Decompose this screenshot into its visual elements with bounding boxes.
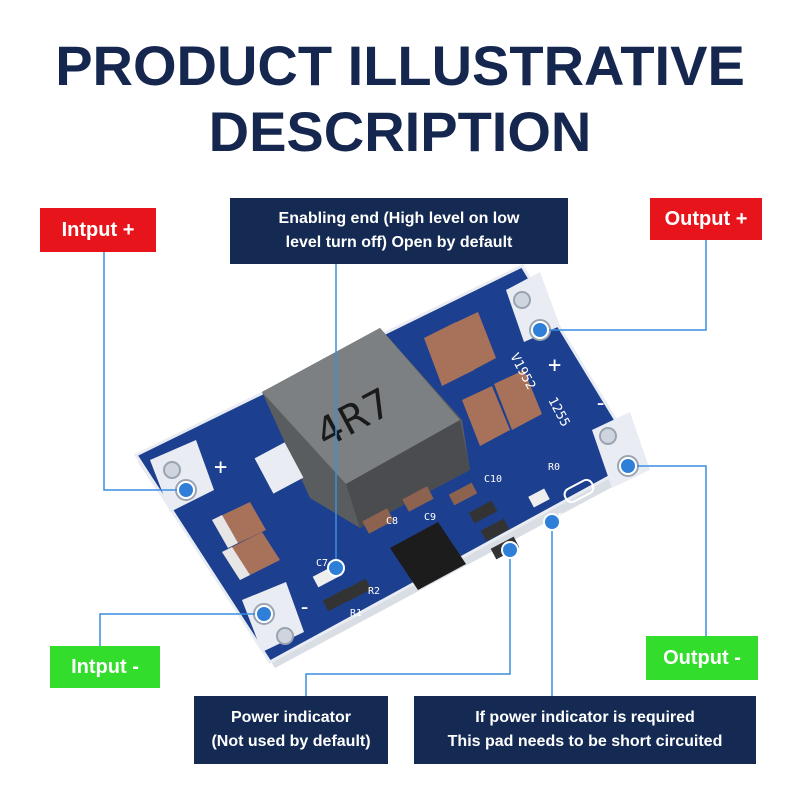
- short-circuit-line-1: If power indicator is required: [475, 709, 695, 726]
- silk-c9: C9: [424, 512, 436, 523]
- silkscreen: + + - - V1952 1255 C8 C9 C10 R1 R2 C7 EN…: [214, 351, 607, 633]
- leader-input-plus: [103, 252, 186, 491]
- silk-c8: C8: [386, 516, 398, 527]
- power-indicator-label: Power indicator (Not used by default): [194, 696, 388, 764]
- silk-en: EN: [358, 622, 370, 633]
- input-capacitor-2: [222, 532, 280, 580]
- silk-plus-input: +: [214, 455, 227, 480]
- output-minus-label: Output -: [646, 636, 758, 680]
- power-indicator-line-1: Power indicator: [230, 709, 352, 726]
- silk-c7: C7: [316, 558, 328, 569]
- output-capacitors: [424, 312, 542, 446]
- short-circuit-line-2: This pad needs to be short circuited: [447, 733, 723, 750]
- enable-end-line-2: level turn off) Open by default: [285, 234, 513, 251]
- silk-plus-output: +: [548, 353, 561, 378]
- silk-minus-output: -: [594, 391, 607, 416]
- leader-lines: [99, 240, 707, 696]
- enable-end-line-1: Enabling end (High level on low: [278, 210, 520, 227]
- title-line-2: DESCRIPTION: [208, 100, 592, 163]
- silk-r2: R2: [368, 586, 380, 597]
- silk-c10: C10: [484, 474, 502, 485]
- input-capacitor-1: [212, 502, 266, 548]
- input-plus-label: Intput +: [40, 208, 156, 252]
- anchor-dots: [177, 321, 637, 623]
- power-indicator-line-2: (Not used by default): [211, 733, 371, 750]
- output-plus-label: Output +: [650, 198, 762, 240]
- title-line-1: PRODUCT ILLUSTRATIVE: [55, 34, 745, 97]
- inductor: 4R7: [262, 328, 470, 528]
- silk-minus-input: -: [298, 595, 311, 620]
- leader-power-indicator: [305, 550, 511, 696]
- leader-output-minus: [628, 465, 707, 636]
- small-components: [254, 442, 595, 612]
- leader-input-minus: [99, 613, 264, 646]
- silk-r0: R0: [548, 462, 560, 473]
- silk-b0: B0: [558, 512, 570, 523]
- short-circuit-pad-label: If power indicator is required This pad …: [414, 696, 756, 764]
- ic-chip: [390, 522, 466, 590]
- enable-end-label: Enabling end (High level on low level tu…: [230, 198, 568, 264]
- silk-r1: R1: [350, 608, 362, 619]
- leader-output-plus: [540, 240, 707, 331]
- input-minus-label: Intput -: [50, 646, 160, 688]
